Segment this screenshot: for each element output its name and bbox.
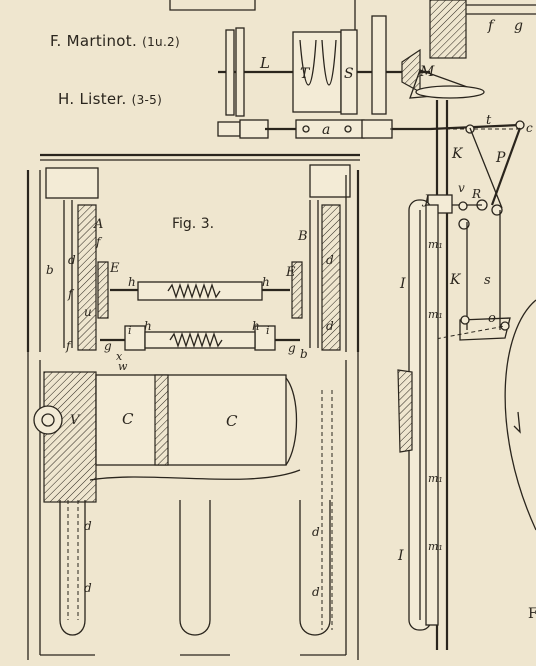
- label-d-3: d: [326, 319, 334, 333]
- label-B: B: [297, 229, 308, 244]
- lister-name: H. Lister.: [58, 90, 127, 108]
- martinot-name: F. Martinot.: [50, 32, 138, 50]
- label-C-left: C: [122, 410, 134, 428]
- label-C-right: C: [226, 412, 238, 430]
- label-F-edge: F: [528, 606, 536, 622]
- label-d-2: d: [326, 253, 334, 267]
- label-x: x: [116, 350, 123, 363]
- label-f-2: f: [67, 287, 75, 301]
- label-s: s: [484, 273, 491, 288]
- figure-label: Fig. 3.: [172, 216, 214, 232]
- top-fragment: [169, 0, 536, 59]
- label-T: T: [300, 66, 311, 82]
- label-c: c: [526, 121, 533, 135]
- label-i-1: i: [128, 324, 132, 337]
- bevel-gear-M: [401, 48, 421, 94]
- wheel-arc: [504, 299, 536, 531]
- label-d-1: d: [68, 253, 76, 267]
- label-o: o: [488, 311, 496, 326]
- bearing-V: [33, 405, 63, 435]
- label-b-right: b: [300, 347, 308, 361]
- label-w: w: [118, 360, 128, 373]
- spring-upper: [110, 281, 290, 301]
- rack-I: [397, 199, 439, 631]
- label-d-5: d: [84, 581, 92, 595]
- pulley-shaft-assembly: [218, 15, 485, 117]
- label-i-2: i: [266, 324, 270, 337]
- label-f-1: f: [95, 235, 103, 249]
- label-A: A: [93, 217, 103, 232]
- label-V: V: [70, 413, 81, 428]
- label-f-3: f: [65, 339, 73, 353]
- label-h-4: h: [252, 319, 260, 333]
- label-f-top: f: [487, 18, 496, 34]
- base-block: [27, 352, 359, 660]
- label-m1-a: m₁: [428, 238, 443, 251]
- upper-lever: [217, 119, 525, 139]
- label-g-1: g: [104, 339, 112, 353]
- label-t: t: [486, 113, 492, 128]
- label-E-right: E: [285, 265, 296, 280]
- label-K-lower: K: [449, 272, 462, 288]
- label-K-upper: K: [451, 146, 464, 162]
- martinot-ref: (1u.2): [142, 35, 180, 49]
- part-labels: L T S M a t c K P J v R I m₁ m₁ m₁ m₁ K …: [46, 18, 536, 622]
- label-P: P: [495, 150, 506, 166]
- label-a: a: [322, 122, 330, 138]
- label-E-left: E: [109, 261, 120, 276]
- label-m1-b: m₁: [428, 308, 443, 321]
- label-g-2: g: [288, 341, 296, 355]
- label-d-4: d: [84, 519, 92, 533]
- label-m1-d: m₁: [428, 540, 443, 553]
- label-S: S: [344, 66, 354, 82]
- label-u: u: [84, 305, 92, 319]
- label-h-1: h: [128, 275, 136, 289]
- wheel-E-left: [97, 261, 109, 319]
- wall-hatch: [429, 0, 467, 59]
- label-I-lower: I: [397, 548, 404, 564]
- label-M: M: [419, 64, 435, 80]
- label-L: L: [259, 54, 270, 72]
- label-d-6: d: [312, 525, 320, 539]
- header-martinot: F. Martinot. (1u.2): [50, 32, 180, 50]
- spring-lower: [100, 325, 300, 351]
- header-lister: H. Lister. (3-5): [58, 90, 162, 108]
- label-I-upper: I: [399, 276, 406, 292]
- label-J: J: [421, 193, 430, 208]
- label-g-top: g: [514, 18, 523, 34]
- label-m1-c: m₁: [428, 472, 443, 485]
- wheel-E-right: [291, 261, 303, 319]
- label-d-7: d: [312, 585, 320, 599]
- label-R: R: [471, 187, 481, 201]
- label-b-left: b: [46, 263, 54, 277]
- machine-frame: [26, 153, 360, 352]
- label-h-3: h: [144, 319, 152, 333]
- lister-ref: (3-5): [131, 93, 163, 107]
- rotation-arrow: [513, 411, 521, 434]
- label-v: v: [458, 181, 465, 195]
- label-h-2: h: [262, 275, 270, 289]
